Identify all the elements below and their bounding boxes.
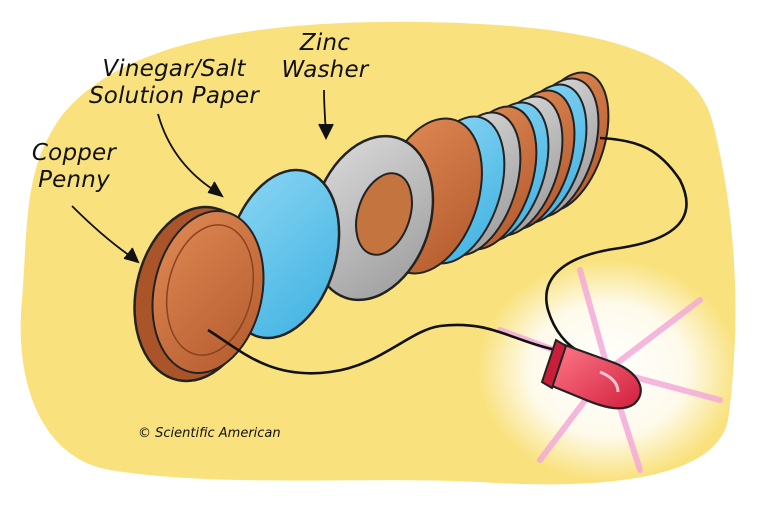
copyright-credit: © Scientific American: [138, 426, 281, 441]
arrowhead-vinegar: [207, 181, 224, 198]
copper-label-line1: Copper: [31, 140, 117, 166]
vinegar-label-line2: Solution Paper: [89, 83, 259, 109]
arrowhead-copper: [123, 247, 140, 264]
vinegar-label-line1: Vinegar/Salt: [102, 56, 246, 82]
copper-penny-label: Copper Penny: [14, 140, 134, 194]
wire-penny-to-led: [207, 323, 557, 375]
zinc-label-line2: Washer: [281, 57, 369, 83]
copper-label-line2: Penny: [38, 167, 110, 193]
arrowhead-zinc: [318, 123, 334, 141]
led-bulb: [540, 338, 642, 410]
zinc-washer-label: Zinc Washer: [270, 30, 380, 84]
solution-paper-label: Vinegar/Salt Solution Paper: [74, 56, 274, 110]
copper-penny: [133, 205, 265, 383]
zinc-washer: [309, 134, 435, 302]
label-arrows: [71, 89, 334, 264]
cell-stack: [377, 71, 610, 275]
wire-stack-to-led: [545, 136, 688, 356]
zinc-label-line1: Zinc: [299, 30, 351, 56]
